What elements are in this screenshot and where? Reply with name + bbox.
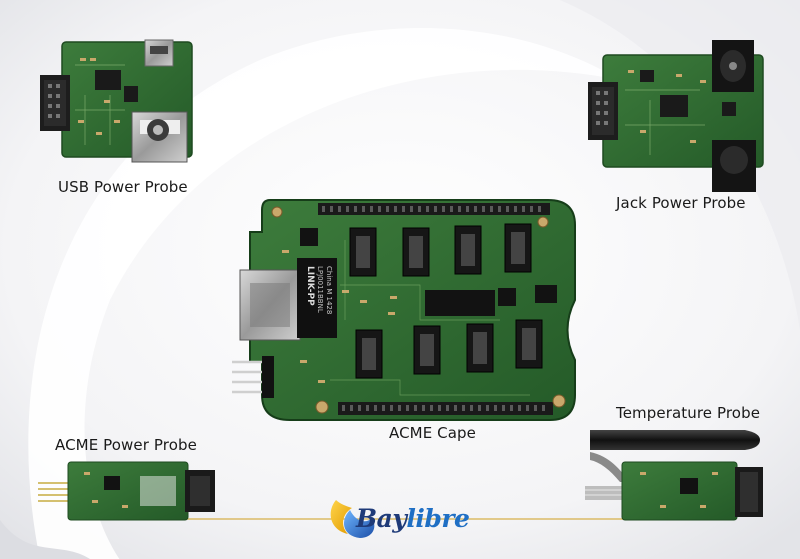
brand-part2: libre — [406, 504, 470, 533]
chip-marking-line2: LPJ0011BBNL — [316, 266, 324, 313]
temperature-probe-assembly — [585, 430, 763, 521]
usb-power-probe-board — [40, 39, 193, 163]
label-jack-power-probe: Jack Power Probe — [615, 194, 746, 212]
label-usb-power-probe: USB Power Probe — [58, 178, 188, 196]
brand-part1: Bay — [356, 504, 407, 533]
label-acme-cape: ACME Cape — [389, 424, 476, 442]
acme-power-probe-board — [38, 461, 640, 521]
label-acme-power-probe: ACME Power Probe — [55, 436, 197, 454]
baylibre-wordmark: Baylibre — [356, 504, 470, 533]
label-temperature-probe: Temperature Probe — [615, 404, 760, 422]
acme-cape-board: LINK-PP LPJ0011BBNL China M 1428 — [232, 199, 576, 421]
chip-marking-line1: LINK-PP — [305, 266, 315, 306]
baylibre-logo-mark — [330, 500, 375, 538]
jack-power-probe-board — [588, 40, 764, 192]
chip-marking-line3: China M 1428 — [325, 266, 333, 314]
background-swoosh-shadow — [0, 520, 90, 559]
link-pp-transformer: LINK-PP LPJ0011BBNL China M 1428 — [297, 258, 337, 338]
